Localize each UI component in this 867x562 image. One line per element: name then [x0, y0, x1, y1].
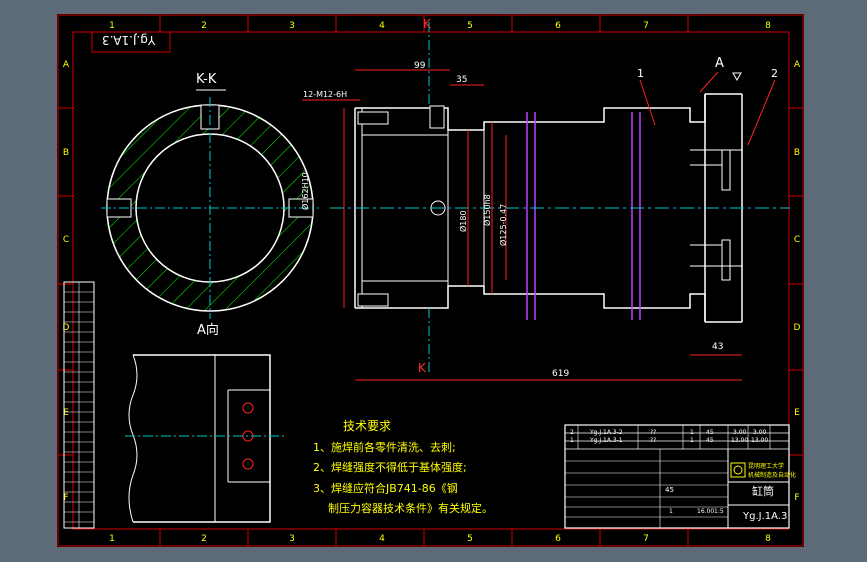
part-name: 缸筒	[752, 485, 774, 498]
balloon-part-1: 1	[637, 67, 644, 80]
thread-hole-top	[357, 111, 389, 125]
tech-req-title: 技术要求	[343, 419, 392, 433]
company-line-1: 昆明理工大学	[748, 463, 785, 470]
dim-43: 43	[712, 342, 724, 352]
bom-row-2-material: 45	[706, 429, 714, 436]
bom-row-2-no: 2	[570, 429, 574, 436]
leader-part-2	[747, 79, 776, 146]
dim-dia-150: Ø150h8	[483, 194, 492, 226]
port-boss-top	[429, 105, 445, 129]
partial-view-outline	[133, 354, 271, 523]
zone-row-label-right: C	[794, 235, 800, 245]
right-port-1	[721, 149, 731, 191]
dim-99: 99	[414, 61, 426, 71]
title-mark: 1	[669, 508, 673, 515]
dim-dia-180: Ø180	[459, 210, 468, 232]
bom-row-2-code: Yg.J.1A.3-2	[590, 429, 623, 436]
bom-row-2-name: ??	[650, 429, 657, 436]
bom-row-1-w2: 13.00	[751, 437, 769, 444]
zone-col-label-bottom: 6	[555, 534, 561, 544]
zone-col-label-top: 5	[467, 21, 473, 31]
section-mark-bottom: K	[418, 361, 426, 375]
arrow-letter-label: A	[715, 56, 724, 71]
title-drawing-number: Yg.J.1A.3	[743, 511, 788, 522]
zone-row-label-right: A	[794, 60, 801, 70]
dim-619: 619	[552, 369, 570, 379]
zone-col-label-bottom: 1	[109, 534, 115, 544]
zone-col-label-top: 2	[201, 21, 207, 31]
tech-req-item-3: 3、焊缝应符合JB741-86《钢	[313, 482, 458, 495]
tech-req-item-1: 1、施焊前各零件清洗、去刺;	[313, 441, 456, 454]
company-line-2: 机械制造及自动化	[748, 472, 797, 479]
arrow-a-leader	[699, 71, 719, 93]
leader-part-1	[639, 79, 656, 126]
dim-dia-162: Ø162H10	[301, 172, 310, 210]
dim-35: 35	[456, 75, 468, 85]
zone-col-label-bottom: 2	[201, 534, 207, 544]
zone-row-label-right: F	[794, 493, 799, 503]
surface-finish-symbol	[732, 72, 742, 82]
break-line	[128, 354, 138, 523]
zone-row-label-left: A	[63, 60, 70, 70]
bom-row-2-w2: 3.00	[753, 429, 767, 436]
company-logo-mark	[733, 465, 743, 475]
zone-col-label-top: 1	[109, 21, 115, 31]
outer-frame	[57, 14, 804, 547]
thread-hole-bottom	[357, 293, 389, 307]
zone-col-label-top: 8	[765, 21, 771, 31]
zone-row-label-left: D	[63, 323, 70, 333]
tech-req-item-4: 制压力容器技术条件》有关规定。	[328, 502, 493, 515]
zone-col-label-bottom: 3	[289, 534, 295, 544]
zone-col-label-bottom: 7	[643, 534, 649, 544]
body-top-outline	[355, 94, 706, 131]
zone-col-label-top: 7	[643, 21, 649, 31]
zone-col-label-bottom: 5	[467, 534, 473, 544]
body-bottom-outline	[355, 285, 706, 322]
drawing-number-mirrored: Yg.J.1A.3	[102, 33, 156, 47]
section-view-label: K-K	[196, 72, 217, 87]
drawing-number-box	[91, 31, 171, 53]
title-material: 45	[665, 486, 674, 494]
bom-row-2-w1: 3.00	[733, 429, 747, 436]
partial-view-hole	[242, 458, 254, 470]
zone-col-label-top: 4	[379, 21, 385, 31]
company-logo-icon	[730, 462, 746, 478]
zone-row-label-right: D	[794, 323, 801, 333]
zone-row-label-right: E	[794, 408, 800, 418]
title-block-frame	[564, 424, 790, 529]
bom-row-1-code: Yg.J.1A.3-1	[590, 437, 623, 444]
zone-row-label-left: E	[63, 408, 69, 418]
dim-dia-125: Ø125-0.47	[499, 203, 508, 246]
zone-row-label-left: C	[63, 235, 69, 245]
bom-row-1-name: ??	[650, 437, 657, 444]
title-weight: 16.00	[697, 508, 715, 515]
partial-view-hole	[242, 402, 254, 414]
zone-row-label-right: B	[794, 148, 800, 158]
dim-thread: 12-M12-6H	[303, 90, 348, 99]
tech-req-item-2: 2、焊缝强度不得低于基体强度;	[313, 461, 467, 474]
zone-col-label-top: 3	[289, 21, 295, 31]
bom-row-2-qty: 1	[690, 429, 694, 436]
zone-col-label-bottom: 8	[765, 534, 771, 544]
zone-row-label-left: B	[63, 148, 69, 158]
zone-row-label-left: F	[63, 493, 68, 503]
bom-row-1-material: 45	[706, 437, 714, 444]
bom-row-1-qty: 1	[690, 437, 694, 444]
arrow-view-label: A向	[197, 323, 219, 338]
bom-row-1-w1: 13.00	[731, 437, 749, 444]
zone-col-label-bottom: 4	[379, 534, 385, 544]
zone-col-label-top: 6	[555, 21, 561, 31]
section-mark-top: K	[423, 17, 431, 31]
balloon-part-2: 2	[771, 67, 778, 80]
inner-frame	[72, 31, 790, 530]
title-scale: 1:5	[714, 508, 724, 515]
right-port-2	[721, 239, 731, 281]
bom-row-1-no: 1	[570, 437, 574, 444]
